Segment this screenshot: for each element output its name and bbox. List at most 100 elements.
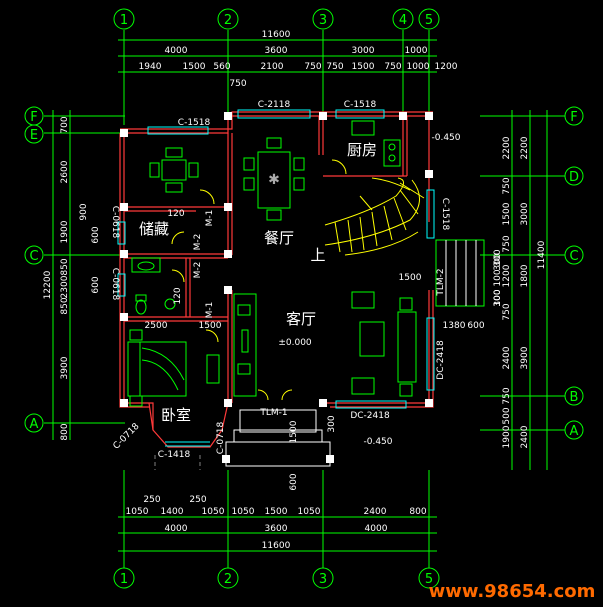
dim-top-r2-1: 1500 bbox=[183, 62, 206, 72]
dim-120-b: 120 bbox=[173, 287, 183, 304]
dim-bottom-r2-1: 1400 bbox=[161, 507, 184, 517]
dim-right-total: 11400 bbox=[537, 240, 547, 269]
dim-right-r1-4: 2400 bbox=[520, 425, 530, 448]
dim-left-6: 3900 bbox=[60, 356, 70, 379]
axis-bubble-1 bbox=[113, 8, 135, 30]
dim-left-inner-0: 900 bbox=[79, 203, 89, 220]
dim-right-r2-3: 750 bbox=[502, 235, 512, 252]
label-dc2418-b: DC-2418 bbox=[350, 411, 390, 421]
table-icon bbox=[149, 147, 199, 193]
dim-bottom-r2-6: 2400 bbox=[364, 507, 387, 517]
dim-top-total: 11600 bbox=[262, 30, 291, 40]
dim-right-r1-2: 1800 bbox=[520, 264, 530, 287]
window-c2118 bbox=[237, 109, 311, 119]
dim-bottom-small-1: 250 bbox=[189, 495, 206, 505]
dim-right-r2-2: 1500 bbox=[502, 202, 512, 225]
dim-top-r2-7: 750 bbox=[384, 62, 401, 72]
dim-right-inner-0: 300 bbox=[493, 249, 503, 266]
dim-bottom-r2-4: 1500 bbox=[265, 507, 288, 517]
axis-label-F: F bbox=[30, 110, 37, 125]
axis-bubble-C-right bbox=[564, 245, 584, 265]
axis-bubble-F-right bbox=[564, 106, 584, 126]
room-kitchen: 厨房 bbox=[347, 141, 377, 159]
axis-label-E: E bbox=[30, 128, 38, 143]
left-axis-bubbles: F E C A bbox=[24, 106, 125, 433]
dim-2500: 2500 bbox=[145, 321, 168, 331]
window-dc2418-bottom bbox=[335, 400, 407, 409]
dim-1500: 1500 bbox=[199, 321, 222, 331]
dim-120-a: 120 bbox=[167, 209, 184, 219]
label-m1-a: M-1 bbox=[205, 210, 215, 227]
axis-label-2-bottom: 2 bbox=[224, 572, 232, 587]
windows bbox=[117, 109, 435, 447]
axis-label-A: A bbox=[30, 417, 39, 432]
axis-bubble-3-bottom bbox=[312, 567, 334, 589]
dim-top-r2-3: 2100 bbox=[261, 62, 284, 72]
axis-bubble-5-bottom bbox=[418, 567, 440, 589]
label-c1518-top: C-1518 bbox=[344, 100, 377, 110]
axis-bubble-1-bottom bbox=[113, 567, 135, 589]
bottom-dimensions: 250 250 1050 1400 1050 1050 1500 1050 24… bbox=[118, 495, 437, 552]
dim-left-inner-2: 600 bbox=[91, 276, 101, 293]
window-c0618-a bbox=[117, 221, 126, 245]
dim-left-3: 850 bbox=[60, 258, 70, 275]
axis-bubble-B-right bbox=[564, 386, 584, 406]
axis-label-1: 1 bbox=[120, 13, 128, 28]
dim-600c: 600 bbox=[289, 473, 299, 490]
dim-top-r1-1: 3600 bbox=[265, 46, 288, 56]
dim-bottom-r2-5: 1050 bbox=[298, 507, 321, 517]
axis-label-4: 4 bbox=[399, 13, 407, 28]
dim-right-r1-0: 2200 bbox=[520, 136, 530, 159]
dim-left-5: 850 bbox=[60, 297, 70, 314]
label-m1-b: M-1 bbox=[205, 302, 215, 319]
dim-bottom-r2-2: 1050 bbox=[202, 507, 225, 517]
dim-1500b: 1500 bbox=[399, 273, 422, 283]
axis-label-C: C bbox=[29, 249, 38, 264]
axis-label-B-right: B bbox=[570, 390, 579, 405]
window-c1518-stair bbox=[426, 189, 435, 239]
dim-top-r2-2: 560 bbox=[213, 62, 230, 72]
room-labels: 厨房 餐厅 储藏 客厅 卧室 上 bbox=[139, 141, 377, 424]
label-c1518-left: C-1518 bbox=[178, 118, 211, 128]
right-axis-bubbles: F D C B A bbox=[480, 106, 584, 440]
dim-right-r1-1: 3000 bbox=[520, 202, 530, 225]
bed-icon bbox=[127, 329, 220, 407]
label-m2-b: M-2 bbox=[193, 262, 203, 279]
dim-100-a: 100 bbox=[493, 269, 503, 286]
dim-top-extra: 750 bbox=[229, 79, 246, 89]
elev-kitchen: -0.450 bbox=[431, 133, 460, 143]
label-c0618-b: C-0618 bbox=[110, 268, 120, 301]
bottom-axis-bubbles: 1 2 3 5 bbox=[113, 470, 440, 589]
watermark-text: www.98654.com bbox=[429, 581, 596, 602]
window-c0618-b bbox=[117, 273, 126, 297]
elev-living: ±0.000 bbox=[278, 338, 312, 348]
dim-right-inner-1: 300 bbox=[493, 289, 503, 306]
axis-label-F-right: F bbox=[570, 110, 577, 125]
label-c1518-stair: C-1518 bbox=[440, 198, 450, 231]
axis-bubble-5 bbox=[418, 8, 440, 30]
left-dimensions: 12200 700 2600 1900 850 2300 850 3900 80… bbox=[43, 110, 101, 441]
dim-left-7: 800 bbox=[60, 423, 70, 440]
dim-300c: 300 bbox=[327, 415, 337, 432]
dim-bottom-r2-7: 800 bbox=[409, 507, 426, 517]
dim-100-b: 100 bbox=[493, 289, 503, 306]
axis-bubble-3 bbox=[312, 8, 334, 30]
axis-label-5: 5 bbox=[425, 13, 433, 28]
dim-bottom-r1-1: 3600 bbox=[265, 524, 288, 534]
dim-300-a: 300 bbox=[493, 253, 503, 270]
door-swings bbox=[171, 159, 347, 401]
dim-left-4: 2300 bbox=[60, 275, 70, 298]
axis-label-1-bottom: 1 bbox=[120, 572, 128, 587]
axis-label-2: 2 bbox=[224, 13, 232, 28]
dim-bottom-total: 11600 bbox=[262, 541, 291, 551]
svg-text:✱: ✱ bbox=[268, 172, 280, 188]
dim-bottom-r1-2: 4000 bbox=[365, 524, 388, 534]
dim-600: 600 bbox=[467, 321, 484, 331]
toilet-icon bbox=[135, 294, 176, 315]
axis-label-5-bottom: 5 bbox=[425, 572, 433, 587]
label-tlm2: TLM-2 bbox=[436, 268, 446, 296]
dim-top-r1-0: 4000 bbox=[165, 46, 188, 56]
axis-label-3-bottom: 3 bbox=[319, 572, 327, 587]
dim-bottom-r1-0: 4000 bbox=[165, 524, 188, 534]
